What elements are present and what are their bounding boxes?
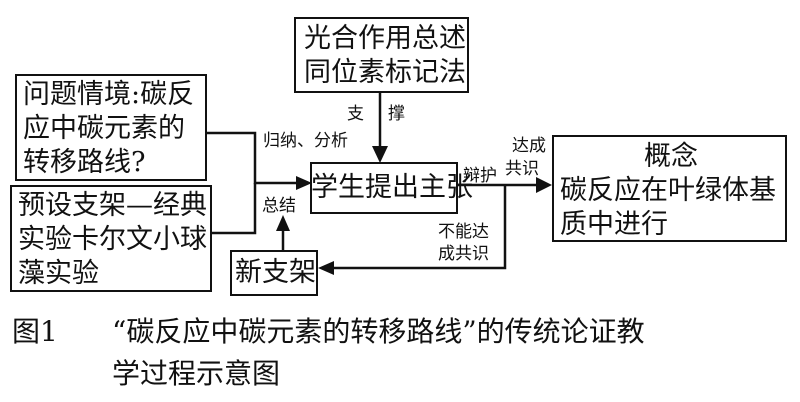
problem-box: 问题情境:碳反 应中碳元素的 转移路线? — [15, 74, 207, 181]
overview-line-2: 同位素标记法 — [304, 57, 466, 88]
debate-label: 辩护 — [463, 166, 497, 186]
induce-line — [206, 131, 300, 185]
support-label-1: 支 — [347, 104, 364, 124]
consensus-label-1: 达成 — [512, 136, 546, 156]
concept-box: 概念 碳反应在叶绿体基 质中进行 — [552, 135, 787, 242]
student-claim-label: 学生提出主张 — [311, 172, 473, 203]
scaffold-line-1: 预设支架—经典 — [18, 190, 207, 221]
induce-label: 归纳、分析 — [263, 131, 348, 151]
figure-caption-line-2: 学过程示意图 — [112, 357, 281, 390]
scaffold-line-3: 藻实验 — [18, 258, 99, 289]
figure-caption-line-1: “碳反应中碳元素的转移路线”的传统论证教 — [112, 315, 645, 348]
new-scaffold-label: 新支架 — [235, 257, 316, 288]
problem-line-2: 应中碳元素的 — [23, 113, 185, 144]
summary-label: 总结 — [262, 196, 296, 216]
student-arrowhead — [296, 176, 312, 190]
overview-box: 光合作用总述 同位素标记法 — [294, 17, 469, 93]
support-arrowhead — [372, 146, 388, 163]
scaffold-box: 预设支架—经典 实验卡尔文小球 藻实验 — [10, 185, 212, 292]
no-consensus-label-1: 不能达 — [438, 222, 489, 242]
scaffold-line-2: 实验卡尔文小球 — [18, 224, 207, 255]
overview-line-1: 光合作用总述 — [304, 23, 466, 54]
consensus-label-2: 共识 — [505, 159, 539, 179]
problem-line-1: 问题情境:碳反 — [23, 79, 195, 110]
support-label-2: 撑 — [388, 104, 405, 124]
scaffold-line — [206, 183, 257, 235]
no-consensus-arrowhead — [318, 261, 334, 275]
concept-line-1: 碳反应在叶绿体基 — [560, 175, 776, 206]
new-scaffold-arrowhead — [276, 215, 290, 231]
figure-label: 图1 — [12, 315, 58, 348]
concept-title: 概念 — [644, 141, 698, 172]
consensus-arrowhead — [536, 177, 552, 193]
no-consensus-line — [330, 185, 507, 270]
new-scaffold-box: 新支架 — [230, 250, 318, 296]
concept-line-2: 质中进行 — [560, 209, 668, 240]
problem-line-3: 转移路线? — [23, 147, 146, 178]
student-claim-box: 学生提出主张 — [310, 162, 473, 214]
no-consensus-label-2: 成共识 — [438, 244, 489, 264]
